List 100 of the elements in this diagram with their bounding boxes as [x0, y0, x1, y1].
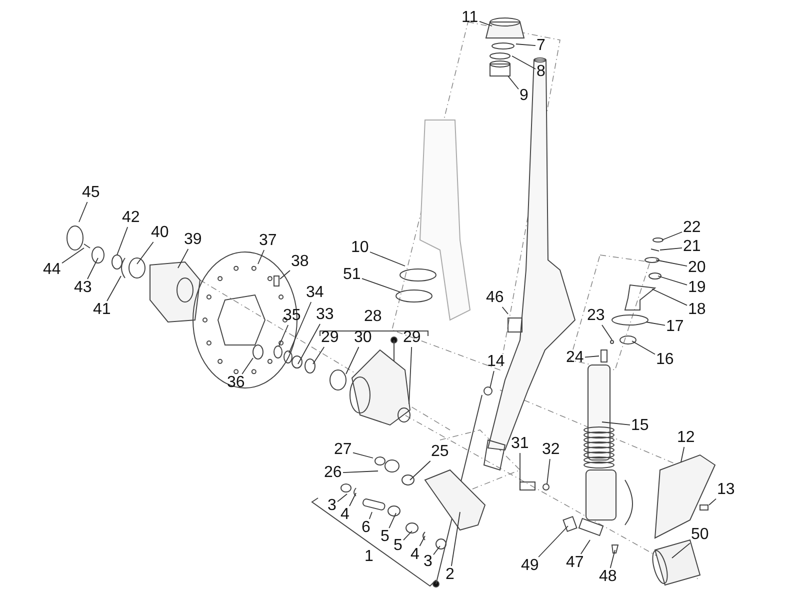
callout-number: 27	[334, 442, 352, 458]
leader-line	[658, 276, 688, 286]
callout-number: 14	[487, 354, 505, 370]
leader-line	[106, 276, 122, 302]
callout-number: 26	[324, 465, 342, 481]
callout-number: 18	[688, 302, 706, 318]
leader-line	[652, 288, 688, 306]
callout-number: 15	[631, 418, 649, 434]
callout-number: 20	[688, 260, 706, 276]
leader-line	[346, 346, 360, 374]
callout-number: 49	[521, 558, 539, 574]
leader-line	[584, 356, 600, 358]
leader-line	[388, 512, 396, 528]
leader-line	[178, 248, 189, 268]
callout-number: 50	[691, 527, 709, 543]
callout-number: 29	[321, 330, 339, 346]
leader-line	[116, 226, 128, 256]
callout-number: 23	[587, 308, 605, 324]
callout-number: 36	[227, 375, 245, 391]
leader-line	[490, 370, 494, 388]
callout-number: 6	[362, 520, 370, 536]
callout-number: 39	[184, 232, 202, 248]
callout-number: 43	[74, 280, 92, 296]
leader-line	[62, 248, 84, 264]
leader-line	[508, 76, 519, 90]
leader-line	[512, 56, 536, 70]
leader-line	[362, 278, 400, 292]
leader-line	[646, 322, 666, 326]
leader-line	[656, 260, 688, 266]
leader-line	[502, 306, 508, 314]
leader-line	[680, 446, 685, 462]
leader-line	[632, 340, 656, 355]
callout-number: 2	[446, 567, 454, 583]
leader-line	[337, 494, 348, 502]
callout-number: 16	[656, 352, 674, 368]
callout-number: 13	[717, 482, 735, 498]
leader-line	[410, 460, 431, 480]
callout-number: 5	[380, 529, 390, 545]
callout-number: 30	[354, 330, 372, 346]
callout-number: 28	[364, 309, 382, 325]
leader-line	[312, 346, 325, 364]
callout-number: 47	[566, 555, 584, 571]
callout-number: 9	[520, 88, 528, 104]
leader-line	[708, 498, 716, 506]
callout-number: 32	[542, 442, 560, 458]
callout-number: 10	[351, 240, 369, 256]
callout-number: 31	[511, 436, 529, 452]
leader-line	[342, 470, 378, 473]
leader-line	[370, 252, 406, 266]
leader-line	[298, 324, 320, 364]
leader-line	[352, 452, 374, 458]
callout-number: 25	[431, 444, 449, 460]
leader-line	[242, 358, 254, 374]
leader-line	[538, 526, 568, 558]
callout-number: 45	[82, 185, 100, 201]
callout-number: 12	[677, 430, 695, 446]
leader-line	[602, 422, 630, 426]
leader-line	[87, 258, 98, 280]
callout-number: 33	[316, 307, 334, 323]
leader-line	[580, 540, 590, 554]
callout-number: 51	[343, 267, 361, 283]
leader-line	[479, 21, 492, 26]
callout-number: 3	[424, 554, 432, 570]
callout-number: 40	[151, 225, 169, 241]
callout-number: 5	[394, 538, 402, 554]
leader-line	[662, 232, 682, 240]
leader-line	[403, 530, 412, 541]
callout-number: 19	[688, 280, 706, 296]
callout-number: 38	[291, 254, 309, 270]
callout-number: 29	[403, 330, 421, 346]
leader-line	[258, 250, 265, 264]
callout-number: 37	[259, 233, 277, 249]
leader-line	[408, 346, 412, 404]
leader-line	[610, 550, 616, 568]
callout-number: 34	[306, 285, 324, 301]
callout-number: 44	[43, 262, 61, 278]
leader-line	[368, 512, 372, 520]
callout-number: 22	[683, 220, 701, 236]
leader-line	[78, 202, 88, 222]
callout-number: 7	[536, 38, 546, 54]
leader-line	[602, 324, 612, 340]
leader-line	[433, 546, 440, 556]
callout-number: 48	[599, 569, 617, 585]
callout-number: 41	[93, 302, 111, 318]
callout-number: 24	[566, 350, 584, 366]
leader-line	[280, 270, 290, 280]
callout-number: 21	[683, 239, 701, 255]
callout-number: 11	[462, 10, 478, 26]
leader-line	[660, 248, 682, 250]
leader-line	[672, 542, 690, 558]
callout-number: 3	[328, 498, 336, 514]
leader-line	[419, 536, 426, 546]
callout-number: 4	[340, 507, 350, 523]
leader-line	[516, 44, 536, 46]
leader-line	[349, 492, 356, 506]
leader-line	[136, 242, 154, 264]
callout-number: 4	[410, 547, 420, 563]
callout-number: 42	[122, 210, 140, 226]
leader-line	[278, 324, 289, 346]
callout-number: 1	[364, 549, 374, 565]
